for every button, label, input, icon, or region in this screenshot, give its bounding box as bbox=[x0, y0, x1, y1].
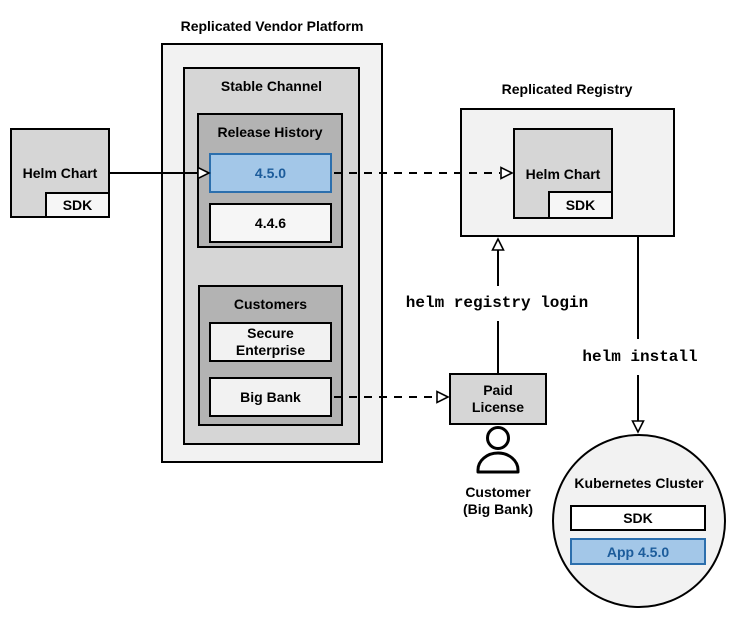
registry-sdk-label: SDK bbox=[565, 197, 596, 213]
helm-registry-login-label: helm registry login bbox=[405, 294, 589, 312]
customer-secure-enterprise-line1: Secure bbox=[247, 325, 294, 342]
paid-license-box: Paid License bbox=[449, 373, 547, 425]
helm-install-label: helm install bbox=[582, 348, 698, 366]
customer-big-bank-label: Big Bank bbox=[240, 389, 301, 405]
release-4-4-6-label: 4.4.6 bbox=[254, 215, 287, 231]
source-sdk-box: SDK bbox=[45, 192, 110, 218]
cluster-sdk-box: SDK bbox=[570, 505, 706, 531]
kubernetes-cluster-label: Kubernetes Cluster bbox=[574, 475, 704, 491]
release-4-4-6-box: 4.4.6 bbox=[209, 203, 332, 243]
customer-actor-label: Customer (Big Bank) bbox=[463, 484, 533, 517]
paid-license-line1: Paid bbox=[483, 382, 513, 399]
stable-channel-label: Stable Channel bbox=[220, 78, 323, 94]
release-4-5-0-box: 4.5.0 bbox=[209, 153, 332, 193]
release-4-5-0-label: 4.5.0 bbox=[254, 165, 287, 181]
registry-helm-chart-label: Helm Chart bbox=[525, 165, 601, 182]
source-sdk-label: SDK bbox=[62, 197, 93, 213]
cluster-app-box: App 4.5.0 bbox=[570, 538, 706, 565]
paid-license-line2: License bbox=[471, 399, 525, 415]
customer-secure-enterprise-line2: Enterprise bbox=[235, 342, 306, 358]
customer-actor-line2: (Big Bank) bbox=[463, 500, 533, 517]
customer-actor-line1: Customer bbox=[465, 484, 531, 500]
source-helm-chart-label: Helm Chart bbox=[22, 165, 98, 181]
customer-secure-enterprise-box: Secure Enterprise bbox=[209, 322, 332, 362]
customer-big-bank-box: Big Bank bbox=[209, 377, 332, 417]
arrow-registry-to-cluster bbox=[631, 237, 645, 434]
cluster-sdk-label: SDK bbox=[623, 510, 653, 526]
registry-sdk-box: SDK bbox=[548, 191, 613, 219]
customers-label: Customers bbox=[233, 296, 308, 312]
platform-title: Replicated Vendor Platform bbox=[180, 18, 364, 34]
cluster-app-label: App 4.5.0 bbox=[606, 543, 670, 560]
registry-title: Replicated Registry bbox=[501, 81, 633, 97]
release-history-label: Release History bbox=[217, 124, 323, 140]
person-icon bbox=[476, 426, 520, 474]
